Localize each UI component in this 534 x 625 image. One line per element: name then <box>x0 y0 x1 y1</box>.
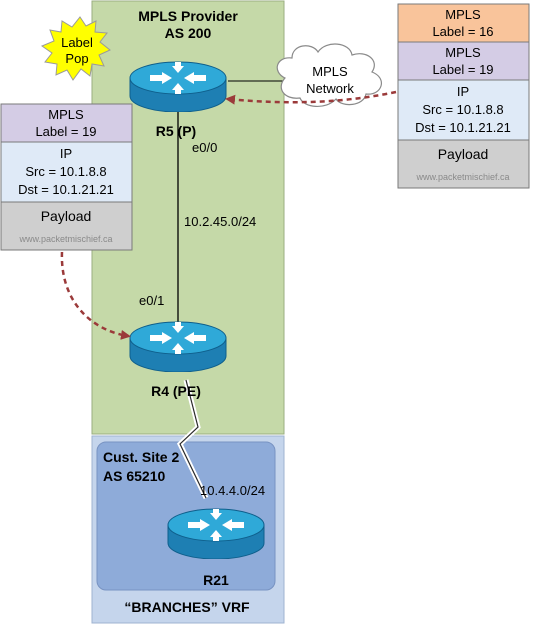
r4-label: R4 (PE) <box>151 383 201 399</box>
packet-left: MPLS Label = 19 IP Src = 10.1.8.8 Dst = … <box>0 103 133 251</box>
cloud-line1: MPLS <box>312 64 348 79</box>
packet-left-label-title: MPLS <box>48 107 84 122</box>
packet-left-watermark: www.packetmischief.ca <box>18 234 112 244</box>
packet-left-ip-src: Src = 10.1.8.8 <box>25 164 106 179</box>
packet-left-ip-title: IP <box>60 146 72 161</box>
packet-right-label2-value: Label = 19 <box>432 62 493 77</box>
packet-right-ip-title: IP <box>457 84 469 99</box>
router-r4-icon <box>129 321 227 372</box>
provider-as: AS 200 <box>165 25 212 41</box>
packet-right-payload: Payload <box>438 146 489 162</box>
customer-site-name: Cust. Site 2 <box>103 449 179 465</box>
label-pop-starburst: Label Pop <box>40 16 111 81</box>
packet-right-ip-dst: Dst = 10.1.21.21 <box>415 120 511 135</box>
packet-right-ip-src: Src = 10.1.8.8 <box>422 102 503 117</box>
router-r21-icon <box>167 508 265 559</box>
cloud-line2: Network <box>306 81 354 96</box>
provider-link-subnet: 10.2.45.0/24 <box>184 214 256 229</box>
vrf-label: “BRANCHES” VRF <box>124 599 250 615</box>
r5-interface: e0/0 <box>192 140 217 155</box>
packet-left-ip-dst: Dst = 10.1.21.21 <box>18 182 114 197</box>
packet-right-watermark: www.packetmischief.ca <box>415 172 509 182</box>
r21-label: R21 <box>203 572 229 588</box>
customer-link-subnet: 10.4.4.0/24 <box>200 483 265 498</box>
router-r5-icon <box>129 61 227 112</box>
provider-title: MPLS Provider <box>138 8 238 24</box>
r5-label: R5 (P) <box>156 123 196 139</box>
packet-right-label1-title: MPLS <box>445 7 481 22</box>
packet-right: MPLS Label = 16 MPLS Label = 19 IP Src =… <box>397 3 530 189</box>
packet-left-payload: Payload <box>41 208 92 224</box>
starburst-line2: Pop <box>65 51 88 66</box>
r4-interface: e0/1 <box>139 293 164 308</box>
packet-right-label2-title: MPLS <box>445 45 481 60</box>
starburst-line1: Label <box>61 35 93 50</box>
customer-site-as: AS 65210 <box>103 468 165 484</box>
mpls-network-cloud: MPLS Network <box>276 43 382 107</box>
packet-right-label1-value: Label = 16 <box>432 24 493 39</box>
packet-left-label-value: Label = 19 <box>35 124 96 139</box>
arrow-right-packet-to-r5 <box>225 90 397 105</box>
